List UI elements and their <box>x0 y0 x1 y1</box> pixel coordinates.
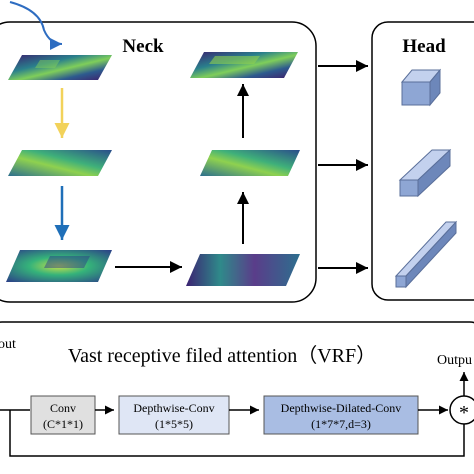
depthwise-conv-block <box>118 395 230 435</box>
cuboid-icon <box>398 148 452 198</box>
vrf-panel <box>0 321 474 324</box>
vrf-input-label: out <box>0 337 16 352</box>
conv-params: (C*1*1) <box>43 417 83 431</box>
depthwise-conv-name: Depthwise-Conv <box>133 401 214 415</box>
multiply-symbol: * <box>459 402 469 424</box>
feature-map-left-middle <box>8 150 112 176</box>
vrf-output-label: Outpu <box>437 353 472 368</box>
head-title: Head <box>402 36 446 57</box>
head-panel <box>371 21 474 301</box>
neck-title: Neck <box>122 36 164 57</box>
neck-panel <box>0 21 317 303</box>
cuboid-icon <box>400 68 442 107</box>
input-arrow <box>9 1 63 50</box>
depthwise-dilated-conv-params: (1*7*7,d=3) <box>311 417 371 431</box>
feature-map-right-middle <box>200 150 300 176</box>
depthwise-dilated-conv-block <box>263 395 419 435</box>
depthwise-conv-params: (1*5*5) <box>155 417 193 431</box>
depthwise-dilated-conv-name: Depthwise-Dilated-Conv <box>281 401 402 415</box>
conv-name: Conv <box>50 401 76 415</box>
feature-map-left-bottom <box>6 250 112 282</box>
feature-map-left-top <box>8 55 112 80</box>
conv-block <box>30 395 96 435</box>
feature-map-right-bottom <box>186 254 300 286</box>
cuboid-icon <box>394 220 458 289</box>
vrf-title: Vast receptive filed attention（VRF） <box>68 344 376 367</box>
skip-connection-line <box>9 410 465 457</box>
feature-map-right-top <box>190 52 298 78</box>
